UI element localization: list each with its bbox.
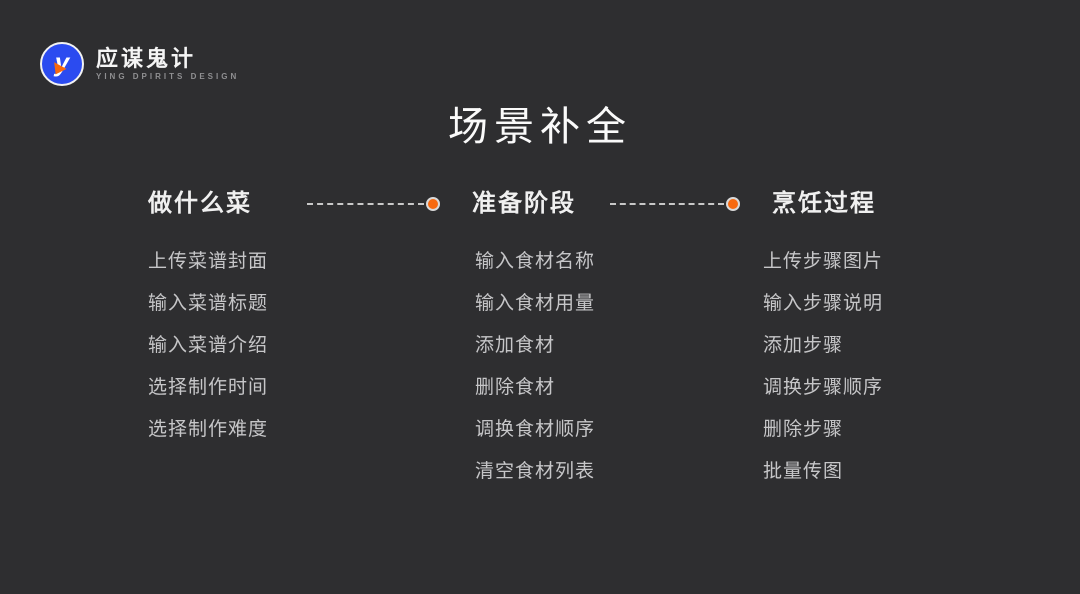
- flow-connector: [305, 197, 440, 211]
- list-item: 删除食材: [475, 377, 556, 398]
- column-list-preparation: 输入食材名称 输入食材用量 添加食材 删除食材 调换食材顺序 清空食材列表: [475, 241, 595, 493]
- logo-text: 应谋鬼计 YING DPIRITS DESIGN: [96, 45, 240, 81]
- list-item: 添加步骤: [763, 335, 844, 356]
- orange-dot-icon: [426, 197, 440, 211]
- list-item: 调换步骤顺序: [763, 377, 884, 398]
- list-item: 输入食材用量: [475, 293, 596, 314]
- list-item: 上传菜谱封面: [148, 251, 269, 272]
- list-item: 输入菜谱介绍: [148, 335, 269, 356]
- column-header-cooking: 烹饪过程: [772, 190, 876, 217]
- logo-subtitle: YING DPIRITS DESIGN: [96, 71, 240, 81]
- list-item: 批量传图: [763, 461, 844, 482]
- orange-dot-icon: [726, 197, 740, 211]
- list-item: 输入菜谱标题: [148, 293, 269, 314]
- page-title: 场景补全: [448, 105, 632, 149]
- flow-connector: [608, 197, 740, 211]
- list-item: 输入食材名称: [475, 251, 596, 272]
- list-item: 调换食材顺序: [475, 419, 596, 440]
- brand-logo: y 应谋鬼计 YING DPIRITS DESIGN: [40, 42, 239, 86]
- list-item: 删除步骤: [763, 419, 844, 440]
- column-header-dish: 做什么菜: [148, 190, 252, 217]
- list-item: 添加食材: [475, 335, 556, 356]
- dashed-line: [610, 203, 724, 205]
- list-item: 输入步骤说明: [763, 293, 884, 314]
- dashed-line: [307, 203, 424, 205]
- logo-monogram: y: [54, 47, 70, 77]
- list-item: 上传步骤图片: [763, 251, 884, 272]
- logo-mark-icon: y: [40, 42, 84, 86]
- column-list-dish: 上传菜谱封面 输入菜谱标题 输入菜谱介绍 选择制作时间 选择制作难度: [148, 241, 268, 451]
- list-item: 选择制作难度: [148, 419, 269, 440]
- column-list-cooking: 上传步骤图片 输入步骤说明 添加步骤 调换步骤顺序 删除步骤 批量传图: [763, 241, 883, 493]
- column-header-preparation: 准备阶段: [472, 190, 576, 217]
- list-item: 清空食材列表: [475, 461, 596, 482]
- logo-name: 应谋鬼计: [96, 45, 197, 71]
- list-item: 选择制作时间: [148, 377, 269, 398]
